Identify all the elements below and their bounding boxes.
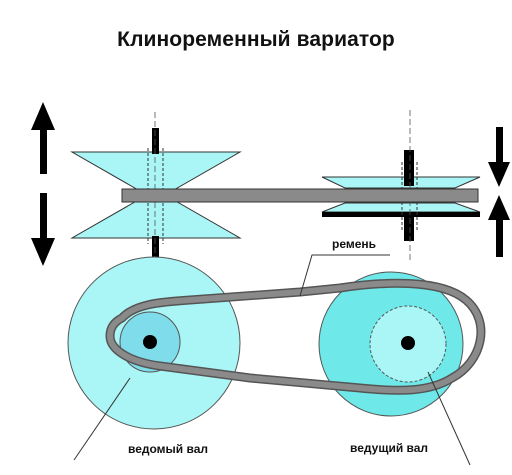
arrow-up-left	[31, 102, 55, 174]
belt-label: ремень	[332, 237, 376, 251]
belt-side	[121, 188, 479, 203]
diagram-title: Клиноременный вариатор	[117, 28, 395, 51]
leader-lines	[73, 254, 471, 466]
driven-pulley-front	[67, 256, 241, 430]
left-pulley-side	[70, 112, 242, 262]
arrow-down-left	[31, 193, 55, 266]
arrow-up-right	[488, 195, 510, 257]
drive-shaft-label: ведущий вал	[350, 441, 428, 455]
drive-pulley-front	[318, 271, 464, 417]
arrow-down-right	[488, 127, 510, 187]
right-arrows	[488, 127, 510, 257]
driven-shaft-label: ведомый вал	[128, 442, 208, 456]
left-arrows	[31, 102, 55, 266]
